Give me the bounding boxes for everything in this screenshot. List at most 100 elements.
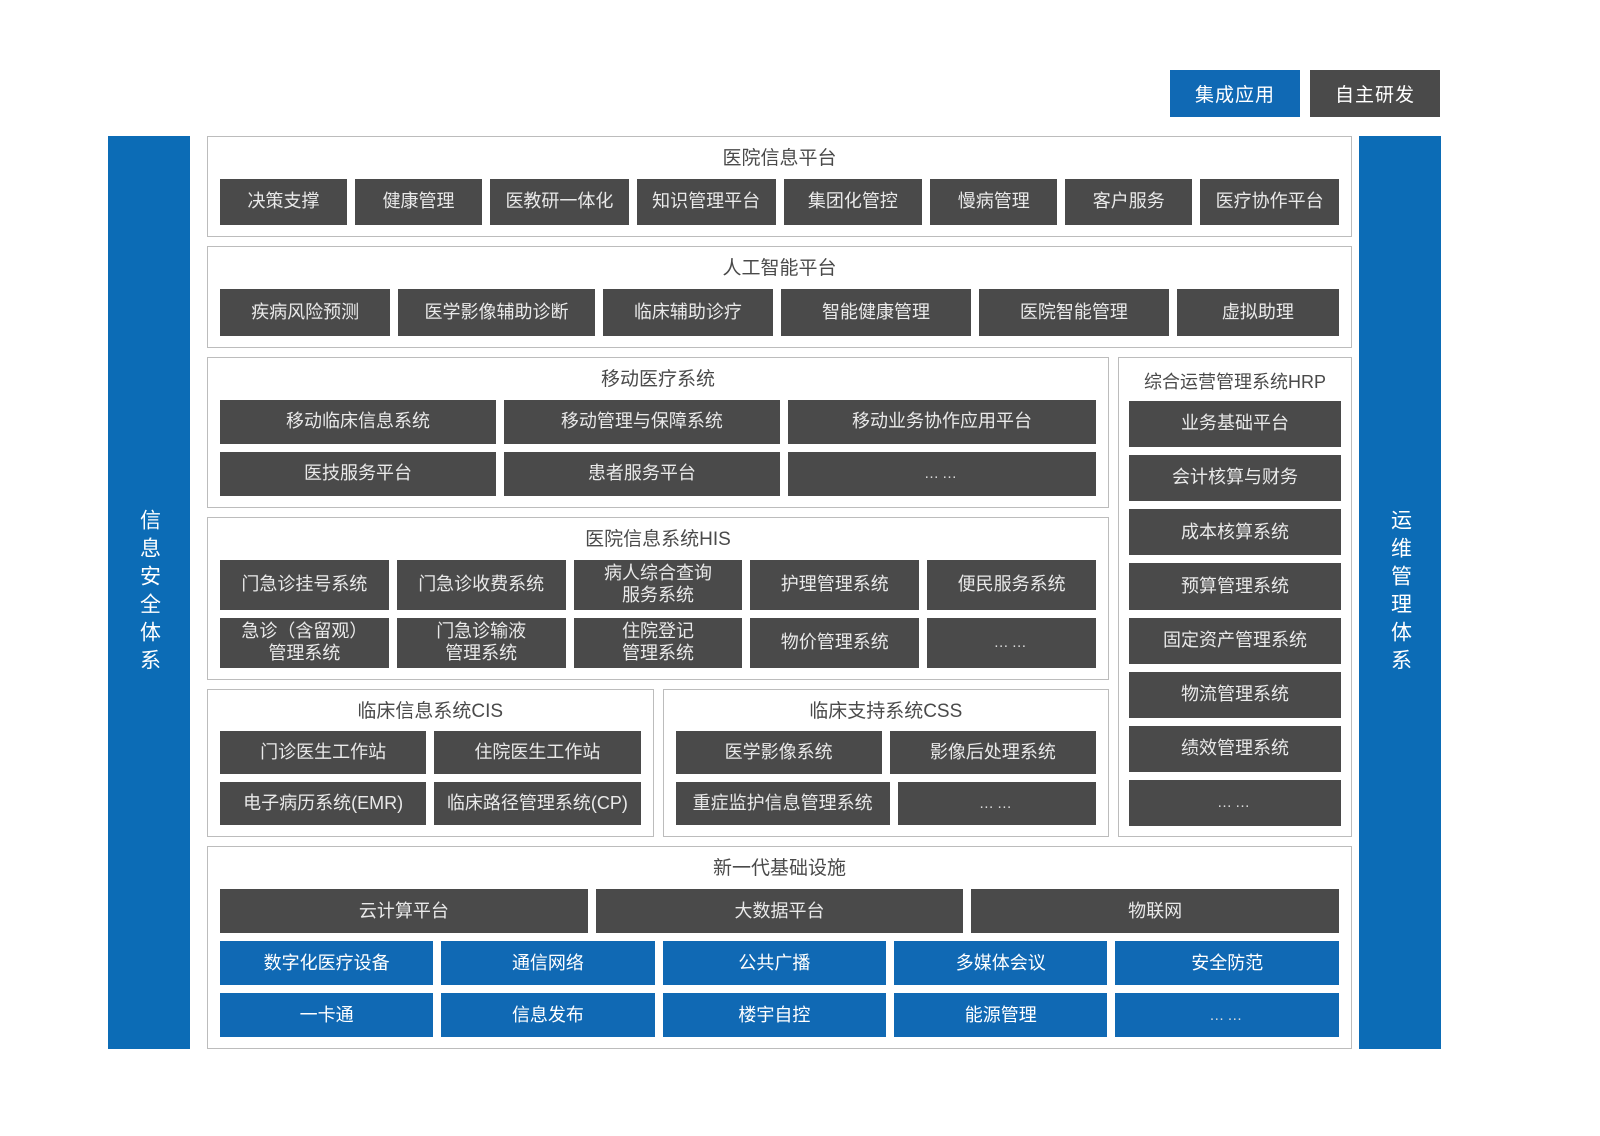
css-row-2: 重症监护信息管理系统 …… (675, 782, 1096, 826)
item-business-foundation-platform[interactable]: 业务基础平台 (1129, 400, 1341, 447)
item-medical-imaging-diagnosis[interactable]: 医学影像辅助诊断 (398, 288, 595, 336)
item-group-management-control[interactable]: 集团化管控 (783, 178, 923, 225)
item-decision-support[interactable]: 决策支撑 (220, 178, 348, 225)
infrastructure-row-1: 数字化医疗设备 通信网络 公共广播 多媒体会议 安全防范 (220, 941, 1340, 986)
item-mobile-more[interactable]: …… (787, 451, 1097, 496)
item-hrp-more[interactable]: …… (1129, 780, 1341, 827)
infrastructure-row-2: 一卡通 信息发布 楼宇自控 能源管理 …… (220, 993, 1340, 1038)
item-security-protection[interactable]: 安全防范 (1115, 941, 1340, 986)
item-digital-medical-equipment[interactable]: 数字化医疗设备 (220, 941, 434, 986)
item-internet-of-things[interactable]: 物联网 (971, 889, 1340, 934)
item-inpatient-doctor-workstation[interactable]: 住院医生工作站 (434, 731, 641, 775)
item-image-post-processing-system[interactable]: 影像后处理系统 (889, 731, 1096, 775)
panel-his: 医院信息系统HIS 门急诊挂号系统 门急诊收费系统 病人综合查询 服务系统 护理… (207, 516, 1109, 680)
item-patient-service-platform[interactable]: 患者服务平台 (503, 451, 780, 496)
item-nursing-management-system[interactable]: 护理管理系统 (750, 559, 920, 610)
item-smart-health-management[interactable]: 智能健康管理 (781, 288, 971, 336)
ai-platform-row: 疾病风险预测 医学影像辅助诊断 临床辅助诊疗 智能健康管理 医院智能管理 虚拟助… (220, 288, 1339, 336)
item-inpatient-registration-system[interactable]: 住院登记 管理系统 (573, 617, 743, 668)
item-mobile-business-collaboration-platform[interactable]: 移动业务协作应用平台 (787, 399, 1097, 444)
hrp-item-list: 业务基础平台 会计核算与财务 成本核算系统 预算管理系统 固定资产管理系统 物流… (1129, 400, 1341, 827)
item-building-automation[interactable]: 楼宇自控 (662, 993, 887, 1038)
his-row-2: 急诊（含留观） 管理系统 门急诊输液 管理系统 住院登记 管理系统 物价管理系统… (220, 617, 1096, 668)
item-hospital-smart-management[interactable]: 医院智能管理 (978, 288, 1169, 336)
panel-title-hrp: 综合运营管理系统HRP (1143, 371, 1326, 392)
item-cloud-computing-platform[interactable]: 云计算平台 (220, 889, 588, 934)
css-row-1: 医学影像系统 影像后处理系统 (675, 731, 1096, 775)
middle-composite: 移动医疗系统 移动临床信息系统 移动管理与保障系统 移动业务协作应用平台 医技服… (207, 356, 1352, 838)
item-medical-collaboration-platform[interactable]: 医疗协作平台 (1200, 178, 1339, 225)
item-medical-technology-service-platform[interactable]: 医技服务平台 (220, 451, 496, 496)
rail-right-label: 运维管理体系 (1388, 508, 1412, 677)
item-disease-risk-prediction[interactable]: 疾病风险预测 (220, 288, 391, 336)
rail-operations-management: 运维管理体系 (1359, 136, 1441, 1049)
item-fixed-asset-management-system[interactable]: 固定资产管理系统 (1129, 617, 1341, 664)
panel-title-ai-platform: 人工智能平台 (722, 257, 837, 279)
item-performance-management-system[interactable]: 绩效管理系统 (1129, 726, 1341, 773)
item-patient-comprehensive-query-system[interactable]: 病人综合查询 服务系统 (573, 559, 743, 610)
panel-cis: 临床信息系统CIS 门诊医生工作站 住院医生工作站 电子病历系统(EMR) 临床… (207, 688, 654, 838)
item-communication-network[interactable]: 通信网络 (441, 941, 655, 986)
legend: 集成应用 自主研发 (1170, 70, 1440, 117)
item-health-management[interactable]: 健康管理 (355, 178, 483, 225)
item-clinical-pathway-system[interactable]: 临床路径管理系统(CP) (434, 782, 641, 826)
panel-hrp: 综合运营管理系统HRP 业务基础平台 会计核算与财务 成本核算系统 预算管理系统… (1118, 356, 1352, 838)
panel-title-cis: 临床信息系统CIS (357, 700, 504, 722)
panel-title-hospital-platform: 医院信息平台 (722, 148, 837, 169)
item-big-data-platform[interactable]: 大数据平台 (595, 889, 964, 934)
item-his-more[interactable]: …… (927, 617, 1096, 668)
panel-css: 临床支持系统CSS 医学影像系统 影像后处理系统 重症监护信息管理系统 …… (662, 688, 1109, 838)
item-budget-management-system[interactable]: 预算管理系统 (1129, 563, 1341, 610)
item-customer-service[interactable]: 客户服务 (1065, 178, 1193, 225)
middle-left-column: 移动医疗系统 移动临床信息系统 移动管理与保障系统 移动业务协作应用平台 医技服… (207, 356, 1109, 838)
item-mobile-management-support-system[interactable]: 移动管理与保障系统 (503, 399, 780, 444)
panel-hospital-platform: 医院信息平台 决策支撑 健康管理 医教研一体化 知识管理平台 集团化管控 慢病管… (207, 136, 1352, 237)
cis-row-2: 电子病历系统(EMR) 临床路径管理系统(CP) (220, 782, 641, 826)
cis-row-1: 门诊医生工作站 住院医生工作站 (220, 731, 641, 775)
panel-title-css: 临床支持系统CSS (809, 700, 963, 722)
item-convenience-service-system[interactable]: 便民服务系统 (927, 559, 1096, 610)
item-emr-system[interactable]: 电子病历系统(EMR) (220, 782, 427, 826)
item-css-more[interactable]: …… (897, 782, 1096, 826)
panel-title-mobile-medical: 移动医疗系统 (600, 368, 715, 390)
item-outpatient-infusion-system[interactable]: 门急诊输液 管理系统 (396, 617, 566, 668)
panel-title-his: 医院信息系统HIS (585, 528, 731, 550)
item-price-management-system[interactable]: 物价管理系统 (750, 617, 920, 668)
main-stack: 医院信息平台 决策支撑 健康管理 医教研一体化 知识管理平台 集团化管控 慢病管… (207, 136, 1352, 1050)
cis-css-pair: 临床信息系统CIS 门诊医生工作站 住院医生工作站 电子病历系统(EMR) 临床… (207, 688, 1109, 838)
infrastructure-platform-row: 云计算平台 大数据平台 物联网 (220, 889, 1340, 934)
legend-chip-integrated: 集成应用 (1170, 70, 1300, 117)
item-knowledge-management-platform[interactable]: 知识管理平台 (636, 178, 776, 225)
item-multimedia-conference[interactable]: 多媒体会议 (894, 941, 1108, 986)
panel-ai-platform: 人工智能平台 疾病风险预测 医学影像辅助诊断 临床辅助诊疗 智能健康管理 医院智… (207, 245, 1352, 348)
mobile-medical-row-1: 移动临床信息系统 移动管理与保障系统 移动业务协作应用平台 (220, 399, 1097, 444)
item-outpatient-registration-system[interactable]: 门急诊挂号系统 (220, 559, 389, 610)
item-public-broadcasting[interactable]: 公共广播 (662, 941, 887, 986)
item-clinical-decision-support[interactable]: 临床辅助诊疗 (602, 288, 774, 336)
panel-mobile-medical: 移动医疗系统 移动临床信息系统 移动管理与保障系统 移动业务协作应用平台 医技服… (207, 356, 1109, 508)
item-outpatient-billing-system[interactable]: 门急诊收费系统 (396, 559, 566, 610)
item-mobile-clinical-info-system[interactable]: 移动临床信息系统 (220, 399, 496, 444)
item-all-in-one-card[interactable]: 一卡通 (220, 993, 434, 1038)
item-information-release[interactable]: 信息发布 (441, 993, 655, 1038)
item-virtual-assistant[interactable]: 虚拟助理 (1176, 288, 1339, 336)
mobile-medical-row-2: 医技服务平台 患者服务平台 …… (220, 451, 1097, 496)
item-chronic-disease-management[interactable]: 慢病管理 (930, 178, 1058, 225)
item-medical-imaging-system[interactable]: 医学影像系统 (675, 731, 882, 775)
his-row-1: 门急诊挂号系统 门急诊收费系统 病人综合查询 服务系统 护理管理系统 便民服务系… (220, 559, 1096, 610)
item-cost-accounting-system[interactable]: 成本核算系统 (1129, 509, 1341, 556)
item-infrastructure-more[interactable]: …… (1115, 993, 1340, 1038)
item-energy-management[interactable]: 能源管理 (894, 993, 1108, 1038)
hospital-platform-row: 决策支撑 健康管理 医教研一体化 知识管理平台 集团化管控 慢病管理 客户服务 … (220, 178, 1339, 225)
item-emergency-observation-system[interactable]: 急诊（含留观） 管理系统 (220, 617, 389, 668)
item-outpatient-doctor-workstation[interactable]: 门诊医生工作站 (220, 731, 427, 775)
panel-title-infrastructure: 新一代基础设施 (712, 858, 846, 880)
legend-chip-self-developed: 自主研发 (1310, 70, 1440, 117)
rail-information-security: 信息安全体系 (108, 136, 190, 1049)
item-accounting-finance[interactable]: 会计核算与财务 (1129, 454, 1341, 502)
item-logistics-management-system[interactable]: 物流管理系统 (1129, 671, 1341, 718)
item-medical-education-research[interactable]: 医教研一体化 (490, 178, 629, 225)
item-icu-information-system[interactable]: 重症监护信息管理系统 (675, 782, 890, 826)
rail-left-label: 信息安全体系 (137, 508, 161, 677)
